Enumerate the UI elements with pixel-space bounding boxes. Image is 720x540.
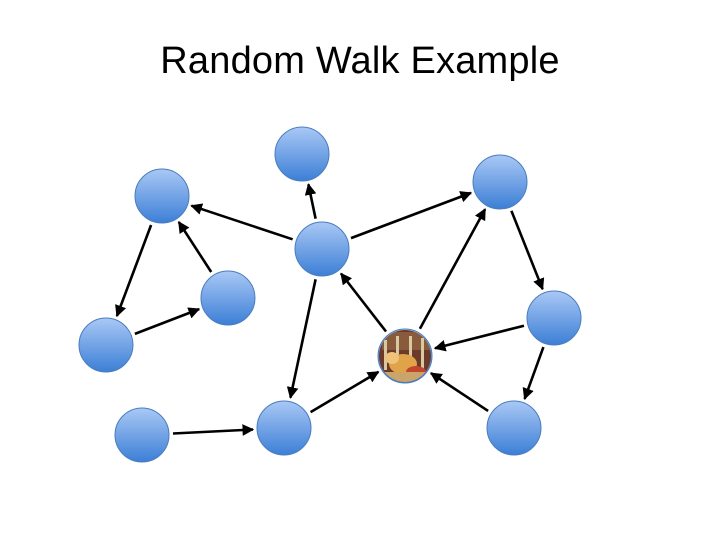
node-left (78, 317, 134, 373)
node-upper-center (294, 221, 350, 277)
node-upper-right (472, 154, 528, 210)
edge-n10-to-n7 (309, 370, 380, 414)
node-right (526, 290, 582, 346)
edge-n7-to-n3 (339, 272, 388, 333)
edge-n4-to-n8 (510, 210, 545, 291)
node-top (274, 126, 330, 182)
random-walker-photo-icon (379, 330, 431, 382)
edge-n3-to-n1 (304, 183, 317, 219)
edge-n3-to-n2 (190, 203, 294, 241)
edge-n3-to-n10 (286, 279, 317, 399)
edges-layer (115, 183, 545, 436)
edge-n8-to-n7 (433, 324, 525, 352)
node-upper-left (134, 168, 190, 224)
nodes-layer (78, 126, 582, 463)
slide-title: Random Walk Example (160, 40, 560, 82)
edge-n7-to-n4 (418, 208, 487, 330)
edge-n3-to-n4 (350, 191, 473, 240)
edge-n2-to-n6 (115, 224, 153, 318)
node-lower-left (114, 407, 170, 463)
edge-n6-to-n5 (134, 307, 201, 336)
edge-n8-to-n11 (522, 346, 545, 400)
edge-n9-to-n10 (172, 424, 255, 436)
edge-n5-to-n2 (177, 221, 213, 273)
edge-n11-to-n7 (429, 372, 489, 412)
node-lower-center (256, 400, 312, 456)
node-middle-left (200, 270, 256, 326)
node-lower-right (486, 400, 542, 456)
